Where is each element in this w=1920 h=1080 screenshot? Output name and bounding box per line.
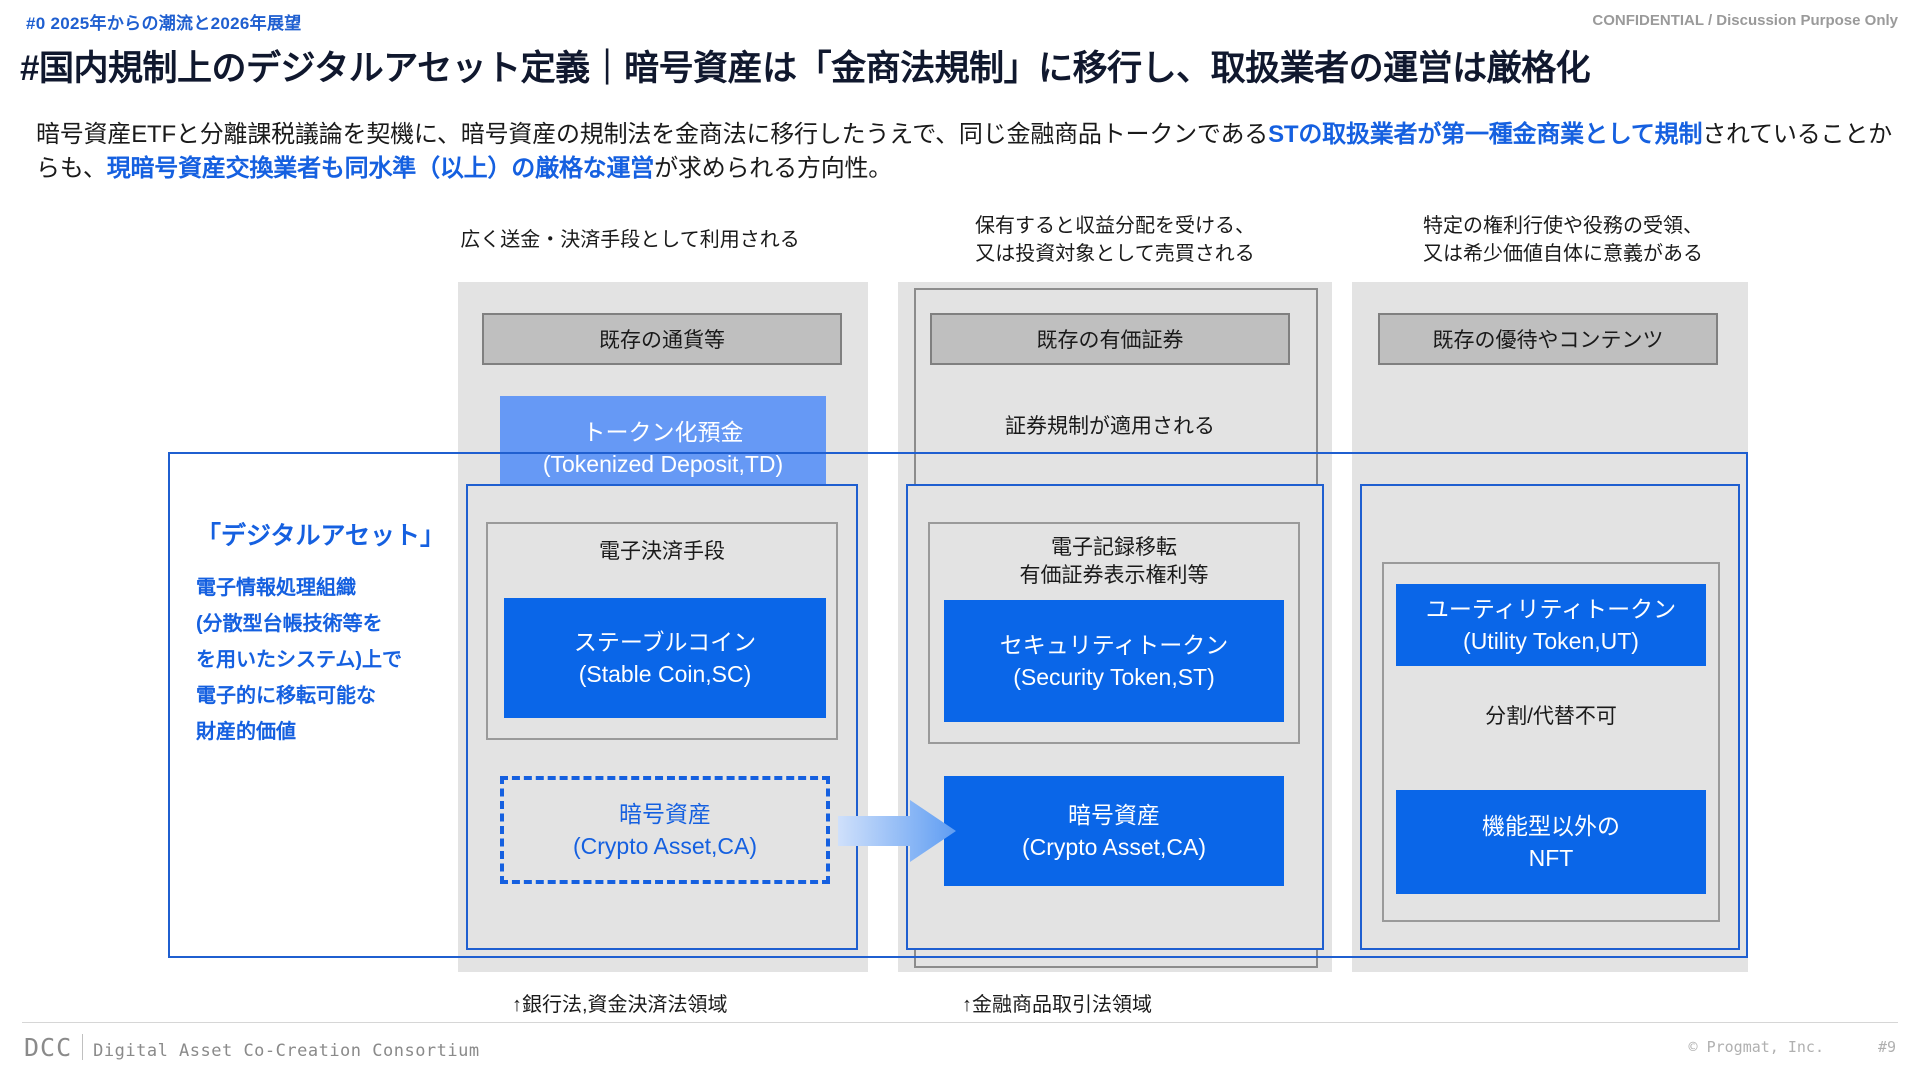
lead-paragraph: 暗号資産ETFと分離課税議論を契機に、暗号資産の規制法を金商法に移行したうえで、… bbox=[36, 118, 1896, 186]
lead-text-2: されていることからも、 bbox=[36, 121, 1892, 182]
token-crypto-asset-future-jp: 暗号資産 bbox=[1068, 802, 1160, 828]
token-tokenized-deposit-en: (Tokenized Deposit,TD) bbox=[542, 451, 784, 477]
token-nft: 機能型以外の NFT bbox=[1396, 790, 1706, 894]
dcc-logo: DCC Digital Asset Co-Creation Consortium bbox=[24, 1030, 480, 1062]
column-caption-payment: 広く送金・決済手段として利用される bbox=[460, 229, 800, 251]
lead-text-3: が求められる方向性。 bbox=[654, 155, 893, 182]
confidentiality-notice: CONFIDENTIAL / Discussion Purpose Only bbox=[1592, 12, 1898, 29]
copyright-text: © Progmat, Inc. bbox=[1688, 1038, 1824, 1056]
existing-asset-securities: 既存の有価証券 bbox=[930, 313, 1290, 365]
page-title: #国内規制上のデジタルアセット定義｜暗号資産は「金商法規制」に移行し、取扱業者の… bbox=[20, 49, 1591, 88]
group-electronic-transfer-rights-label: 電子記録移転 有価証券表示権利等 bbox=[1019, 536, 1209, 587]
token-utility-token-jp: ユーティリティトークン bbox=[1425, 596, 1677, 622]
token-crypto-asset-future: 暗号資産 (Crypto Asset,CA) bbox=[944, 776, 1284, 886]
footer-divider bbox=[22, 1022, 1898, 1023]
token-tokenized-deposit-jp: トークン化預金 bbox=[582, 419, 744, 445]
migration-arrow-icon bbox=[838, 800, 956, 862]
token-tokenized-deposit: トークン化預金 (Tokenized Deposit,TD) bbox=[500, 396, 826, 500]
token-crypto-asset-current-jp: 暗号資産 bbox=[619, 801, 711, 827]
regulation-label-fiea: ↑金融商品取引法領域 bbox=[962, 994, 1152, 1016]
lead-highlight-2: 現暗号資産交換業者も同水準（以上）の厳格な運営 bbox=[106, 155, 655, 182]
lead-highlight-1: STの取扱業者が第一種金商業として規制 bbox=[1268, 121, 1703, 148]
token-stable-coin-en: (Stable Coin,SC) bbox=[578, 661, 752, 687]
token-stable-coin-jp: ステーブルコイン bbox=[573, 629, 757, 655]
token-nft-en: NFT bbox=[1528, 845, 1574, 871]
token-crypto-asset-future-en: (Crypto Asset,CA) bbox=[1021, 834, 1207, 860]
existing-asset-benefits: 既存の優待やコンテンツ bbox=[1378, 313, 1718, 365]
group-electronic-payment-means-label: 電子決済手段 bbox=[599, 540, 725, 563]
column-caption-utility: 特定の権利行使や役務の受領、 又は希少価値自体に意義がある bbox=[1423, 215, 1703, 265]
digital-asset-definition: 電子情報処理組織 (分散型台帳技術等を を用いたシステム)上で 電子的に移転可能… bbox=[196, 577, 403, 743]
token-utility-token-en: (Utility Token,UT) bbox=[1463, 628, 1639, 654]
column-caption-securities: 保有すると収益分配を受ける、 又は投資対象として売買される bbox=[975, 215, 1255, 265]
non-fungible-note: 分割/代替不可 bbox=[1485, 705, 1617, 728]
token-utility-token: ユーティリティトークン (Utility Token,UT) bbox=[1396, 584, 1706, 666]
page-number: #9 bbox=[1877, 1038, 1896, 1056]
digital-asset-frame bbox=[168, 452, 1748, 958]
section-eyebrow: #0 2025年からの潮流と2026年展望 bbox=[26, 14, 302, 33]
token-security-token-en: (Security Token,ST) bbox=[1013, 664, 1215, 690]
dcc-logo-mark: DCC bbox=[24, 1033, 73, 1062]
regulation-label-banking: ↑銀行法,資金決済法領域 bbox=[512, 994, 728, 1016]
token-nft-jp: 機能型以外の bbox=[1482, 813, 1620, 839]
dcc-logo-fullname: Digital Asset Co-Creation Consortium bbox=[93, 1041, 480, 1061]
token-security-token: セキュリティトークン (Security Token,ST) bbox=[944, 600, 1284, 722]
securities-regulation-note: 証券規制が適用される bbox=[1005, 415, 1215, 438]
logo-divider bbox=[82, 1034, 84, 1060]
token-crypto-asset-current: 暗号資産 (Crypto Asset,CA) bbox=[500, 776, 830, 884]
lead-text-1: 暗号資産ETFと分離課税議論を契機に、暗号資産の規制法を金商法に移行したうえで、… bbox=[36, 121, 1269, 148]
existing-asset-currency: 既存の通貨等 bbox=[482, 313, 842, 365]
token-security-token-jp: セキュリティトークン bbox=[999, 632, 1229, 658]
token-crypto-asset-current-en: (Crypto Asset,CA) bbox=[572, 833, 758, 859]
token-stable-coin: ステーブルコイン (Stable Coin,SC) bbox=[504, 598, 826, 718]
digital-asset-title: 「デジタルアセット」 bbox=[196, 522, 446, 550]
